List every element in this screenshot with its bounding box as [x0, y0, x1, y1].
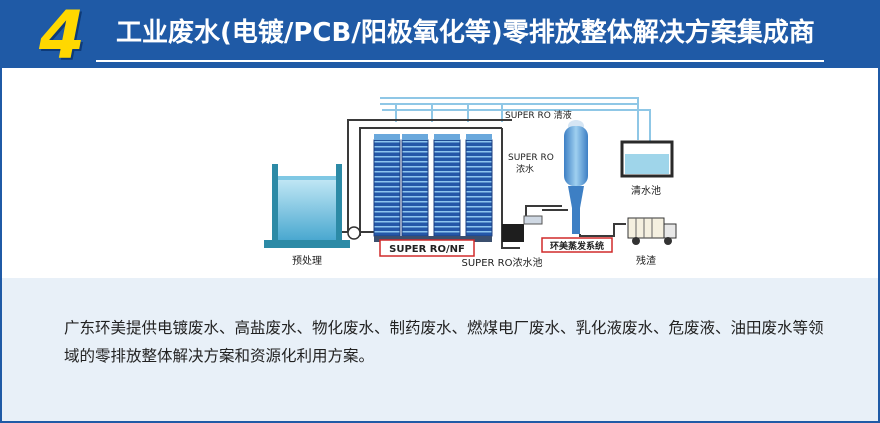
ro-membrane-columns [373, 134, 493, 242]
concentrate-pool [502, 224, 524, 242]
header-underline [96, 60, 824, 62]
section-number: 4 [39, 0, 85, 74]
pretreatment-label: 预处理 [292, 255, 322, 267]
concentrate-label-1: SUPER RO [508, 153, 554, 163]
residue-truck-icon [627, 217, 677, 245]
description-text: 广东环美提供电镀废水、高盐废水、物化废水、制药废水、燃煤电厂废水、乳化液废水、危… [64, 319, 824, 365]
concentrate-pool-label: SUPER RO浓水池 [462, 256, 543, 269]
pump-icon [347, 226, 361, 240]
process-diagram: SUPER RO/NF 环美蒸发系统 [2, 68, 878, 278]
pretreatment-tank [264, 164, 361, 248]
process-diagram-svg: SUPER RO/NF 环美蒸发系统 [264, 97, 677, 269]
section-title: 工业废水(电镀/PCB/阳极氧化等)零排放整体解决方案集成商 [116, 18, 815, 48]
section-header: 4 工业废水(电镀/PCB/阳极氧化等)零排放整体解决方案集成商 [0, 0, 880, 74]
evaporation-vessel [542, 120, 588, 234]
clean-water-pool [620, 140, 674, 178]
ro-nf-label: SUPER RO/NF [389, 244, 465, 255]
concentrate-label-2: 浓水 [516, 163, 534, 175]
evaporation-label: 环美蒸发系统 [550, 240, 604, 252]
clean-label: SUPER RO 清液 [505, 109, 572, 121]
description-panel: 广东环美提供电镀废水、高盐废水、物化废水、制药废水、燃煤电厂废水、乳化液废水、危… [2, 278, 878, 421]
clean-pool-label: 清水池 [631, 184, 661, 197]
ro-nf-label-box: SUPER RO/NF [379, 239, 475, 257]
residue-pipe [579, 223, 626, 237]
evaporation-label-box: 环美蒸发系统 [541, 237, 613, 253]
pump-icon-2 [523, 215, 543, 225]
residue-label: 残渣 [636, 254, 656, 267]
clean-water-pipes [380, 97, 651, 152]
